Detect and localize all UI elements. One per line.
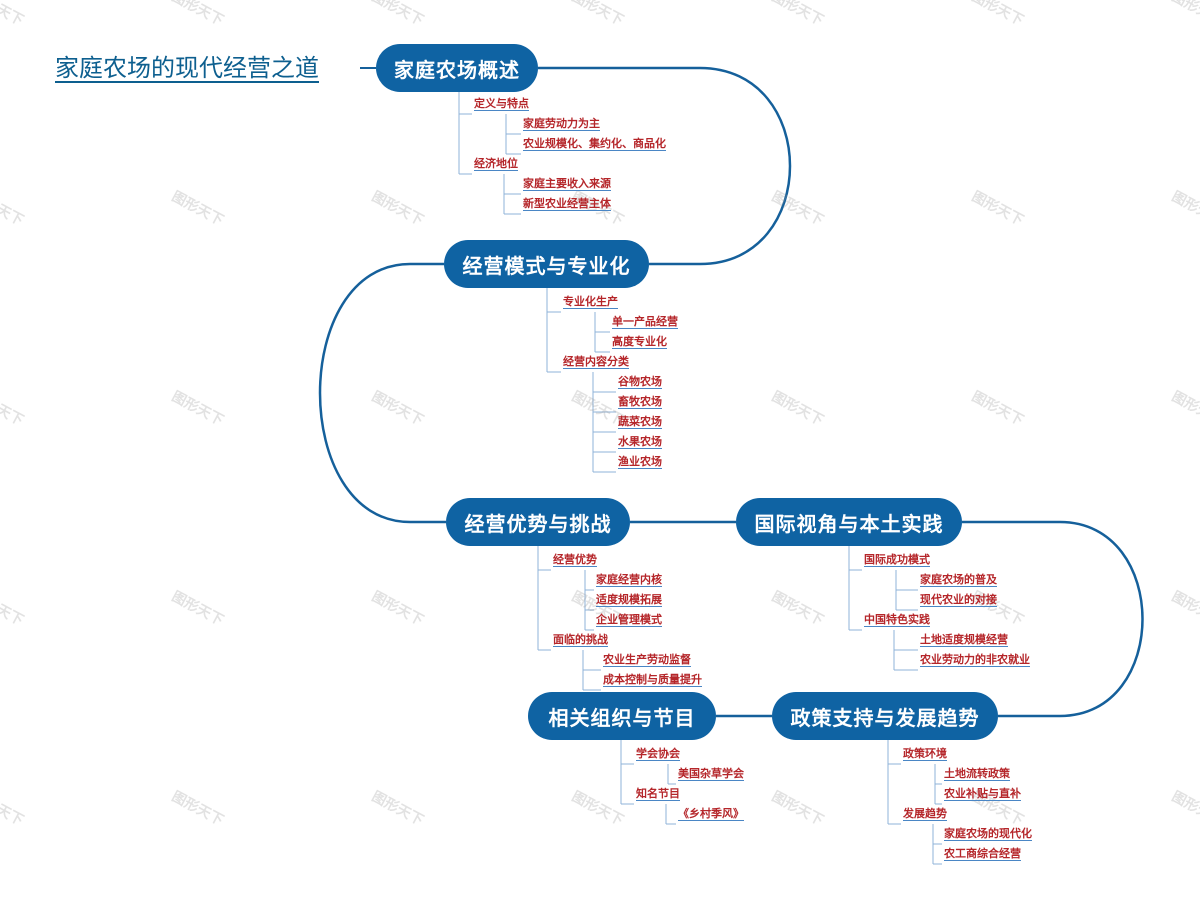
subtopic-label[interactable]: 国际成功模式 [864, 553, 930, 566]
leaf-topic-label[interactable]: 农业生产劳动监督 [603, 653, 691, 666]
subtopic-label[interactable]: 学会协会 [636, 747, 680, 760]
leaf-topic-label[interactable]: 家庭农场的现代化 [944, 827, 1032, 840]
subtopic-label[interactable]: 专业化生产 [563, 295, 618, 308]
leaf-topic-label[interactable]: 农业规模化、集约化、商品化 [523, 137, 666, 150]
leaf-topic-label[interactable]: 适度规模拓展 [596, 593, 662, 606]
subtopic-label[interactable]: 经营内容分类 [563, 355, 629, 368]
leaf-topic-label[interactable]: 企业管理模式 [596, 613, 662, 626]
leaf-topic-label[interactable]: 家庭农场的普及 [920, 573, 997, 586]
leaf-topic-label[interactable]: 畜牧农场 [618, 395, 662, 408]
main-topic-node[interactable]: 家庭农场概述 [376, 44, 538, 92]
leaf-topic-label[interactable]: 美国杂草学会 [678, 767, 744, 780]
leaf-topic-label[interactable]: 《乡村季风》 [678, 807, 744, 820]
subtopic-label[interactable]: 发展趋势 [903, 807, 947, 820]
leaf-topic-label[interactable]: 现代农业的对接 [920, 593, 997, 606]
subtopic-label[interactable]: 经济地位 [474, 157, 518, 170]
subtopic-label[interactable]: 经营优势 [553, 553, 597, 566]
subtopic-label[interactable]: 中国特色实践 [864, 613, 930, 626]
leaf-topic-label[interactable]: 土地流转政策 [944, 767, 1010, 780]
leaf-topic-label[interactable]: 家庭主要收入来源 [523, 177, 611, 190]
leaf-topic-label[interactable]: 水果农场 [618, 435, 662, 448]
leaf-topic-label[interactable]: 农业劳动力的非农就业 [920, 653, 1030, 666]
leaf-topic-label[interactable]: 渔业农场 [618, 455, 662, 468]
leaf-topic-label[interactable]: 蔬菜农场 [618, 415, 662, 428]
leaf-topic-label[interactable]: 新型农业经营主体 [523, 197, 611, 210]
root-topic-title[interactable]: 家庭农场的现代经营之道 [55, 54, 319, 82]
subtopic-label[interactable]: 定义与特点 [474, 97, 529, 110]
main-topic-node[interactable]: 经营模式与专业化 [444, 240, 649, 288]
leaf-topic-label[interactable]: 高度专业化 [612, 335, 667, 348]
main-topic-node[interactable]: 政策支持与发展趋势 [772, 692, 998, 740]
main-topic-node[interactable]: 相关组织与节目 [528, 692, 716, 740]
leaf-topic-label[interactable]: 单一产品经营 [612, 315, 678, 328]
subtopic-label[interactable]: 面临的挑战 [553, 633, 608, 646]
leaf-topic-label[interactable]: 土地适度规模经营 [920, 633, 1008, 646]
leaf-topic-label[interactable]: 家庭劳动力为主 [523, 117, 600, 130]
subtopic-label[interactable]: 政策环境 [903, 747, 947, 760]
main-topic-node[interactable]: 国际视角与本土实践 [736, 498, 962, 546]
main-topic-node[interactable]: 经营优势与挑战 [446, 498, 630, 546]
leaf-topic-label[interactable]: 谷物农场 [618, 375, 662, 388]
leaf-topic-label[interactable]: 成本控制与质量提升 [603, 673, 702, 686]
leaf-topic-label[interactable]: 农业补贴与直补 [944, 787, 1021, 800]
leaf-topic-label[interactable]: 农工商综合经营 [944, 847, 1021, 860]
leaf-topic-label[interactable]: 家庭经营内核 [596, 573, 662, 586]
subtopic-label[interactable]: 知名节目 [636, 787, 680, 800]
